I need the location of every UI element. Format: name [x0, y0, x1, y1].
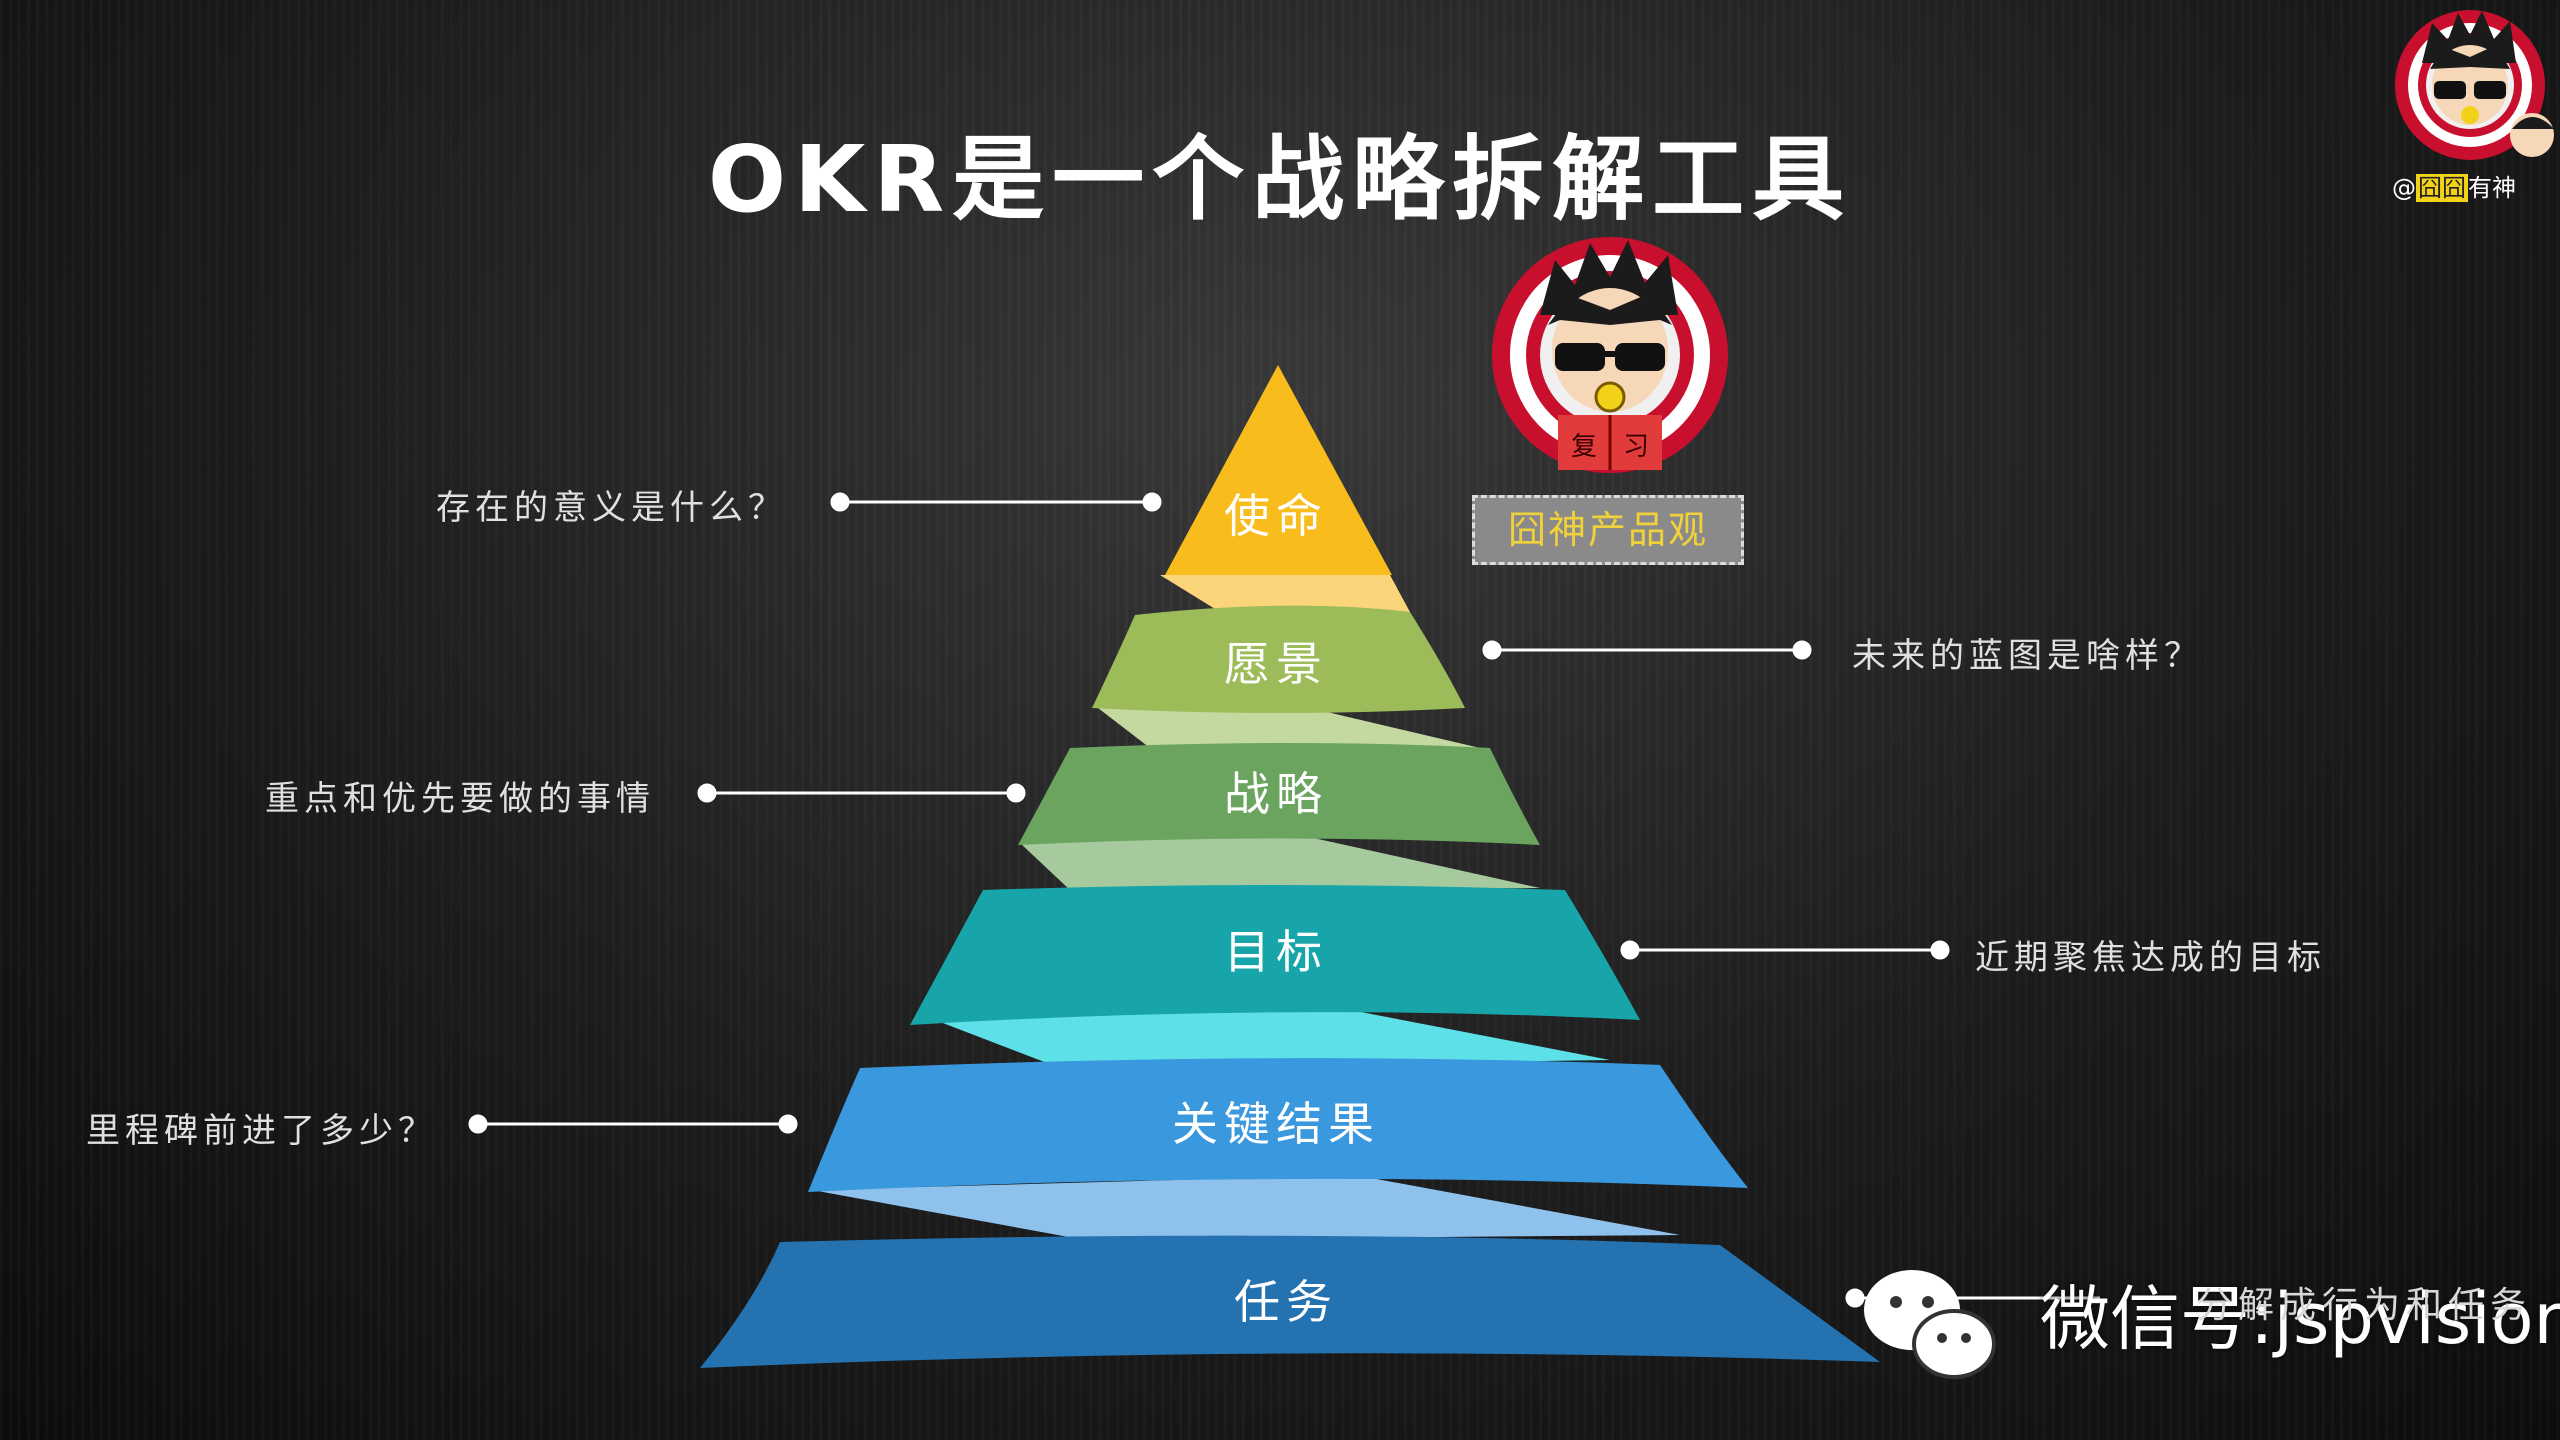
annotation-tasks: 分解成行为和任务 [2196, 1285, 2533, 1326]
tier-label-key-results: 关键结果 [1172, 1097, 1380, 1151]
leader-key-results [468, 1114, 798, 1134]
annotation-mission: 存在的意义是什么？ [436, 488, 787, 528]
annotation-vision: 未来的蓝图是啥样？ [1852, 636, 2203, 676]
connector-kr-tasks [812, 1175, 1680, 1240]
tier-label-tasks: 任务 [1234, 1275, 1338, 1329]
corner-avatar-icon [2395, 10, 2554, 160]
svg-text:习: 习 [1623, 432, 1649, 462]
wechat-icon [1864, 1270, 1996, 1379]
tier-label-mission: 使命 [1224, 489, 1328, 543]
leader-mission [830, 492, 1162, 512]
svg-text:复: 复 [1571, 432, 1597, 462]
connector-objective-kr [935, 1008, 1610, 1068]
handle-highlight: 囧囧 [2416, 174, 2468, 202]
leader-vision [1482, 640, 1812, 660]
leader-strategy [697, 783, 1026, 803]
annotation-key-results: 里程碑前进了多少？ [86, 1111, 437, 1151]
brand-name-box: 囧神产品观 [1472, 495, 1744, 565]
wechat-id: 微信号:jspvision [2040, 1277, 2560, 1360]
tier-vision [1092, 605, 1465, 713]
leader-objective [1620, 940, 1950, 960]
tier-key-results [808, 1058, 1748, 1192]
annotation-strategy: 重点和优先要做的事情 [265, 779, 655, 819]
author-handle: @囧囧有神 [2392, 168, 2516, 203]
page-title: OKR是一个战略拆解工具 [707, 126, 1853, 233]
annotation-objective: 近期聚焦达成的目标 [1975, 938, 2326, 978]
connector-strategy-objective [1020, 835, 1540, 890]
handle-suffix: 有神 [2468, 174, 2516, 202]
tier-strategy [1018, 743, 1540, 845]
handle-prefix: @ [2392, 174, 2416, 202]
tier-label-strategy: 战略 [1224, 767, 1328, 821]
wechat-watermark: 微信号:jspvision [1860, 1268, 2560, 1360]
mascot-avatar-icon: 复 习 [1492, 237, 1728, 473]
connector-mission-vision [1160, 575, 1410, 612]
tier-label-vision: 愿景 [1224, 637, 1328, 691]
tier-mission [1165, 365, 1392, 575]
connector-vision-strategy [1098, 708, 1480, 748]
tier-objective [910, 885, 1640, 1025]
tier-tasks [700, 1235, 1880, 1368]
tier-label-objective: 目标 [1224, 925, 1328, 979]
